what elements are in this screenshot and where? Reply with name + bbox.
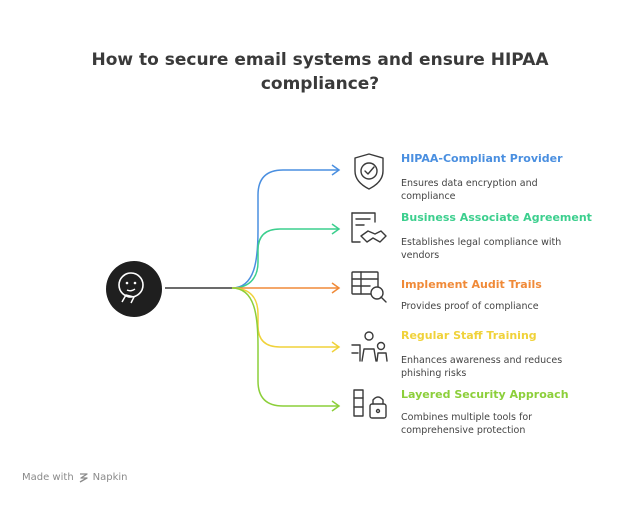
footer: Made with Napkin <box>22 472 128 483</box>
branch-hipaa-provider <box>231 169 338 289</box>
item-desc-line: Establishes legal compliance with <box>401 237 562 248</box>
shield-check-icon <box>354 153 384 190</box>
napkin-logo-icon <box>79 473 88 483</box>
title-line-2: compliance? <box>260 74 380 94</box>
arrow-business-associate <box>331 223 341 235</box>
item-desc-line: phishing risks <box>401 368 467 379</box>
footer-made-with: Made with <box>22 472 74 483</box>
arrow-staff-training <box>331 341 341 353</box>
item-title-staff-training: Regular Staff Training <box>401 329 537 342</box>
page-title: How to secure email systems and ensure H… <box>0 48 640 96</box>
item-desc-audit-trails: Provides proof of compliance <box>401 300 591 313</box>
arrow-layered-security <box>331 400 341 412</box>
item-desc-staff-training: Enhances awareness and reduces phishing … <box>401 354 591 380</box>
item-title-layered-security: Layered Security Approach <box>401 388 569 401</box>
item-title-business-associate: Business Associate Agreement <box>401 211 592 224</box>
item-desc-hipaa-provider: Ensures data encryption and compliance <box>401 177 591 203</box>
item-desc-line: Enhances awareness and reduces <box>401 355 563 366</box>
arrow-audit-trails <box>331 282 341 294</box>
branch-business-associate <box>231 228 338 289</box>
training-people-icon <box>351 331 388 362</box>
thinking-face-icon <box>106 261 162 317</box>
table-magnifier-icon <box>351 271 387 303</box>
footer-brand[interactable]: Napkin <box>92 472 128 483</box>
branch-staff-training <box>231 287 338 348</box>
branch-layered-security <box>231 287 338 407</box>
item-desc-line: compliance <box>401 191 456 202</box>
item-desc-layered-security: Combines multiple tools for comprehensiv… <box>401 411 591 437</box>
item-desc-line: Provides proof of compliance <box>401 301 539 312</box>
item-title-hipaa-provider: HIPAA-Compliant Provider <box>401 152 563 165</box>
item-desc-line: Ensures data encryption and <box>401 178 538 189</box>
arrow-hipaa-provider <box>331 164 341 176</box>
item-desc-line: Combines multiple tools for <box>401 412 533 423</box>
title-line-1: How to secure email systems and ensure H… <box>91 50 549 70</box>
item-desc-line: comprehensive protection <box>401 425 526 436</box>
item-desc-line: vendors <box>401 250 440 261</box>
contract-handshake-icon <box>351 212 387 243</box>
item-title-audit-trails: Implement Audit Trails <box>401 278 542 291</box>
item-desc-business-associate: Establishes legal compliance with vendor… <box>401 236 591 262</box>
layers-lock-icon <box>353 389 387 419</box>
